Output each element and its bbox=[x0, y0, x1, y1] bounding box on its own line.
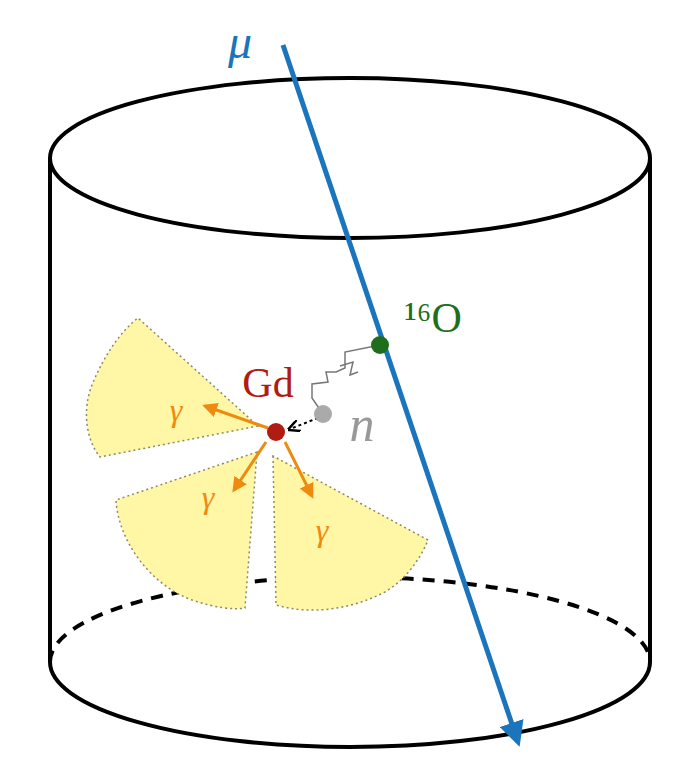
gamma-arrow bbox=[234, 442, 266, 490]
gamma-arrow bbox=[285, 442, 312, 496]
tank-side bbox=[648, 158, 652, 662]
gamma-cone bbox=[116, 452, 257, 609]
tank-top bbox=[50, 78, 650, 238]
capture-arrow bbox=[290, 418, 318, 429]
tank-cylinder bbox=[50, 78, 650, 747]
oxygen-dot bbox=[371, 336, 389, 354]
neutron-dot bbox=[314, 405, 332, 423]
oxygen-label: ¹⁶O bbox=[404, 297, 462, 339]
gamma-cone bbox=[86, 318, 258, 457]
gadolinium-label: Gd bbox=[242, 362, 293, 404]
gamma-cone bbox=[273, 456, 428, 610]
gamma-label: γ bbox=[316, 514, 329, 546]
gamma-label: γ bbox=[202, 481, 215, 513]
tank-side bbox=[48, 158, 52, 662]
gamma-arrow bbox=[205, 406, 268, 428]
tank-bottom-front bbox=[50, 662, 650, 747]
muon-label: μ bbox=[228, 18, 252, 66]
gamma-arrows bbox=[205, 406, 312, 496]
neutron-path bbox=[340, 362, 358, 375]
gamma-label: γ bbox=[170, 394, 183, 426]
gadolinium-dot bbox=[267, 423, 285, 441]
muon-track bbox=[283, 45, 518, 742]
neutron-label: n bbox=[350, 399, 375, 449]
gamma-cones bbox=[86, 318, 428, 610]
